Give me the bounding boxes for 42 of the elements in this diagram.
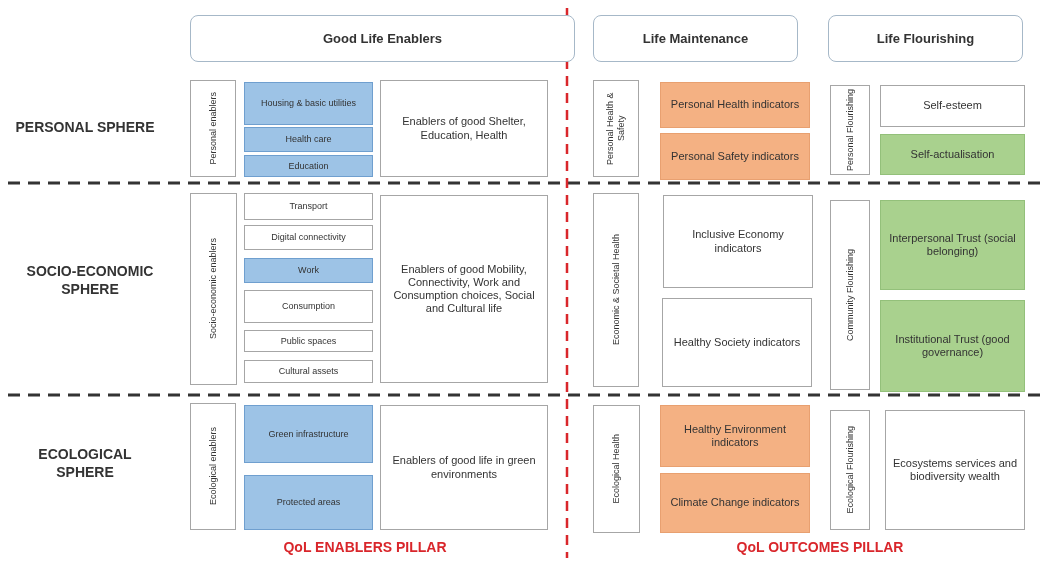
enabler-box: Digital connectivity bbox=[244, 225, 373, 250]
enabler-box: Work bbox=[244, 258, 373, 283]
category-box: Personal Flourishing bbox=[830, 85, 870, 175]
category-box: Ecological Health bbox=[593, 405, 640, 533]
enabler-box: Protected areas bbox=[244, 475, 373, 530]
text-box: Ecosystems services and biodiversity wealth bbox=[885, 410, 1025, 530]
sphere-label: PERSONAL SPHERE bbox=[14, 118, 156, 137]
indicator-box: Healthy Environment indicators bbox=[660, 405, 810, 467]
enabler-box: Consumption bbox=[244, 290, 373, 323]
category-box: Community Flourishing bbox=[830, 200, 870, 390]
sphere-label: ECOLOGICAL SPHERE bbox=[37, 445, 133, 482]
category-box: Ecological enablers bbox=[190, 403, 236, 530]
text-box: Enablers of good Shelter, Education, Health bbox=[380, 80, 548, 177]
text-box: Inclusive Economy indicators bbox=[663, 195, 813, 288]
pillar-label: QoL OUTCOMES PILLAR bbox=[735, 538, 905, 557]
category-box: Personal enablers bbox=[190, 80, 236, 177]
pillar-header: Life Maintenance bbox=[593, 15, 798, 62]
text-box: Healthy Society indicators bbox=[662, 298, 812, 387]
enabler-box: Housing & basic utilities bbox=[244, 82, 373, 125]
pillar-header: Life Flourishing bbox=[828, 15, 1023, 62]
enabler-box: Green infrastructure bbox=[244, 405, 373, 463]
enabler-box: Cultural assets bbox=[244, 360, 373, 383]
flourishing-box: Institutional Trust (good governance) bbox=[880, 300, 1025, 392]
enabler-box: Transport bbox=[244, 193, 373, 220]
enabler-box: Health care bbox=[244, 127, 373, 152]
text-box: Enablers of good Mobility, Connectivity, Work and Consumption choices, Social and Cultural life bbox=[380, 195, 548, 383]
indicator-box: Climate Change indicators bbox=[660, 473, 810, 533]
flourishing-box: Interpersonal Trust (social belonging) bbox=[880, 200, 1025, 290]
enabler-box: Education bbox=[244, 155, 373, 177]
category-box: Economic & Societal Health bbox=[593, 193, 639, 387]
category-box: Socio-economic enablers bbox=[190, 193, 237, 385]
enabler-box: Public spaces bbox=[244, 330, 373, 352]
flourishing-box: Self-actualisation bbox=[880, 134, 1025, 175]
pillar-label: QoL ENABLERS PILLAR bbox=[282, 538, 448, 557]
category-box: Personal Health & Safety bbox=[593, 80, 639, 177]
text-box: Self-esteem bbox=[880, 85, 1025, 127]
text-box: Enablers of good life in green environments bbox=[380, 405, 548, 530]
pillar-header: Good Life Enablers bbox=[190, 15, 575, 62]
indicator-box: Personal Health indicators bbox=[660, 82, 810, 128]
category-box: Ecological Flourishing bbox=[830, 410, 870, 530]
sphere-label: SOCIO-ECONOMIC SPHERE bbox=[25, 262, 155, 299]
indicator-box: Personal Safety indicators bbox=[660, 133, 810, 180]
